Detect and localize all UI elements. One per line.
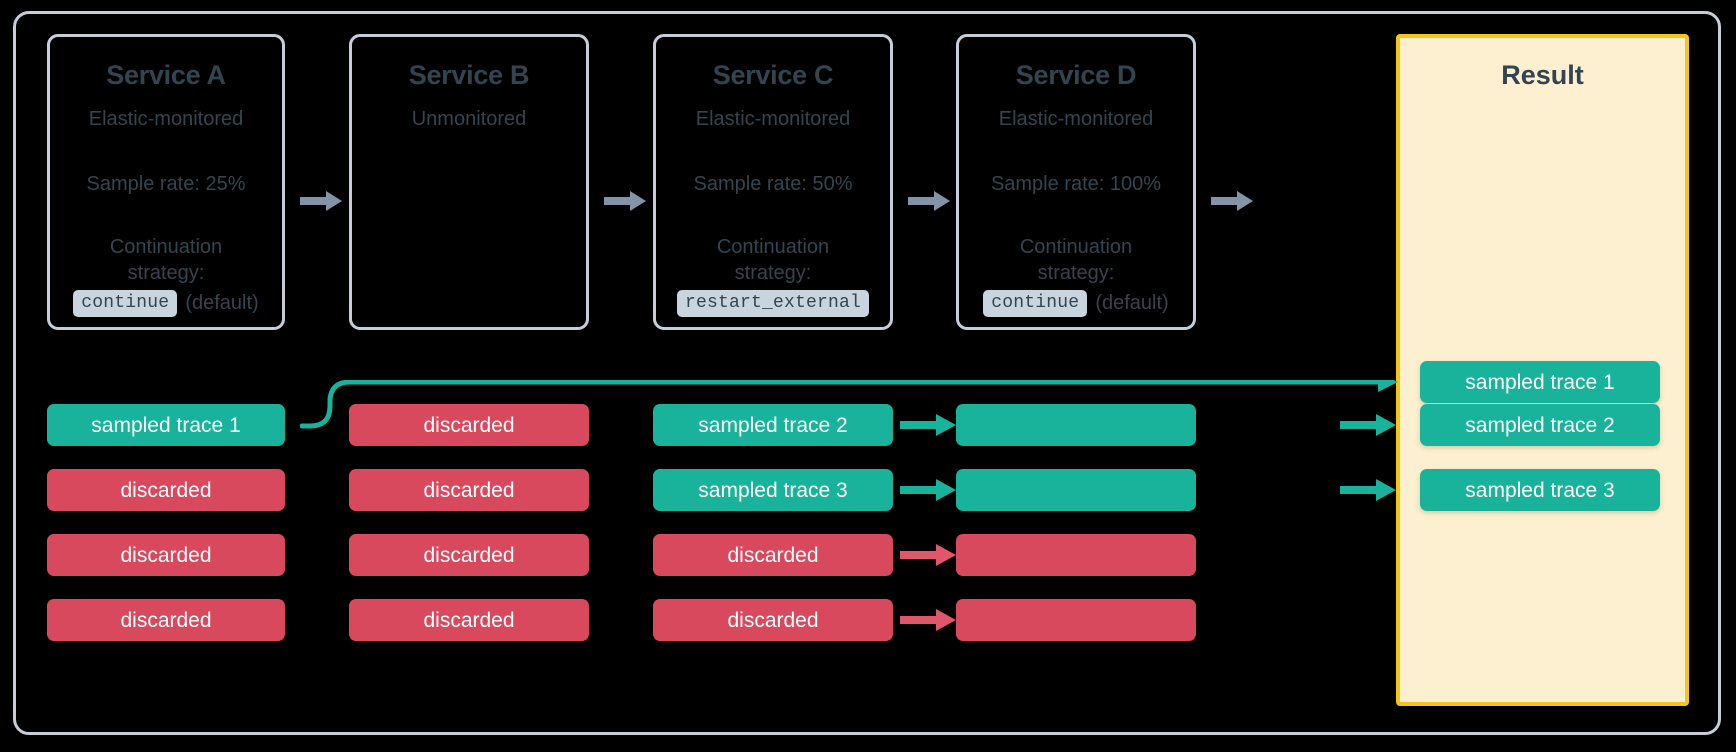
trace-chip: discarded xyxy=(349,599,589,641)
trace-chip: discarded xyxy=(653,534,893,576)
trace-chip: discarded xyxy=(349,534,589,576)
result-trace-chip: sampled trace 2 xyxy=(1420,404,1660,446)
result-trace-chip: sampled trace 3 xyxy=(1420,469,1660,511)
service-flow-arrow-c-d xyxy=(908,191,950,211)
strategy-default-note: (default) xyxy=(1095,291,1169,314)
service-title: Service D xyxy=(1015,60,1137,90)
trace-arrow-c-d xyxy=(900,544,956,566)
service-sample-rate: Sample rate: 50% xyxy=(693,173,853,196)
strategy-code-badge: continue xyxy=(73,289,178,317)
service-monitoring-status: Elastic-monitored xyxy=(88,108,244,131)
trace-chip: discarded xyxy=(653,599,893,641)
service-card-d: Service D Elastic-monitored Sample rate:… xyxy=(956,34,1196,330)
service-sample-rate: Sample rate: 25% xyxy=(86,173,246,196)
outer-frame xyxy=(13,11,1721,735)
strategy-code-badge: continue xyxy=(983,289,1088,317)
service-flow-arrow-a-b xyxy=(300,191,342,211)
trace-chip: discarded xyxy=(349,404,589,446)
service-monitoring-status: Elastic-monitored xyxy=(695,108,851,131)
trace-arrow-d-result xyxy=(1340,479,1396,501)
service-strategy-row: continue (default) xyxy=(959,289,1193,317)
strategy-code-badge: restart_external xyxy=(676,289,870,317)
result-title: Result xyxy=(1501,60,1584,90)
trace-chip: sampled trace 3 xyxy=(653,469,893,511)
trace-chip: sampled trace 1 xyxy=(47,404,285,446)
trace-arrow-c-d xyxy=(900,414,956,436)
service-flow-arrow-d-result xyxy=(1211,191,1253,211)
trace-chip: sampled trace 2 xyxy=(653,404,893,446)
trace-arrow-c-d xyxy=(900,609,956,631)
service-card-b: Service B Unmonitored xyxy=(349,34,589,330)
service-title: Service C xyxy=(712,60,834,90)
trace-chip xyxy=(956,469,1196,511)
service-monitoring-status: Unmonitored xyxy=(411,108,527,131)
trace-chip: discarded xyxy=(47,534,285,576)
trace-chip xyxy=(956,404,1196,446)
trace-arrow-d-result xyxy=(1340,414,1396,436)
result-trace-chip: sampled trace 1 xyxy=(1420,361,1660,403)
trace-chip xyxy=(956,599,1196,641)
service-sample-rate: Sample rate: 100% xyxy=(990,173,1162,196)
service-title: Service B xyxy=(408,60,530,90)
strategy-default-note: (default) xyxy=(185,291,259,314)
service-strategy-row: restart_external xyxy=(656,289,890,317)
trace-arrow-c-d xyxy=(900,479,956,501)
trace-chip xyxy=(956,534,1196,576)
trace-chip: discarded xyxy=(47,599,285,641)
service-monitoring-status: Elastic-monitored xyxy=(998,108,1154,131)
trace-chip: discarded xyxy=(47,469,285,511)
service-title: Service A xyxy=(106,60,226,90)
service-flow-arrow-b-c xyxy=(604,191,646,211)
service-card-c: Service C Elastic-monitored Sample rate:… xyxy=(653,34,893,330)
service-card-a: Service A Elastic-monitored Sample rate:… xyxy=(47,34,285,330)
service-strategy-row: continue (default) xyxy=(50,289,282,317)
trace-chip: discarded xyxy=(349,469,589,511)
